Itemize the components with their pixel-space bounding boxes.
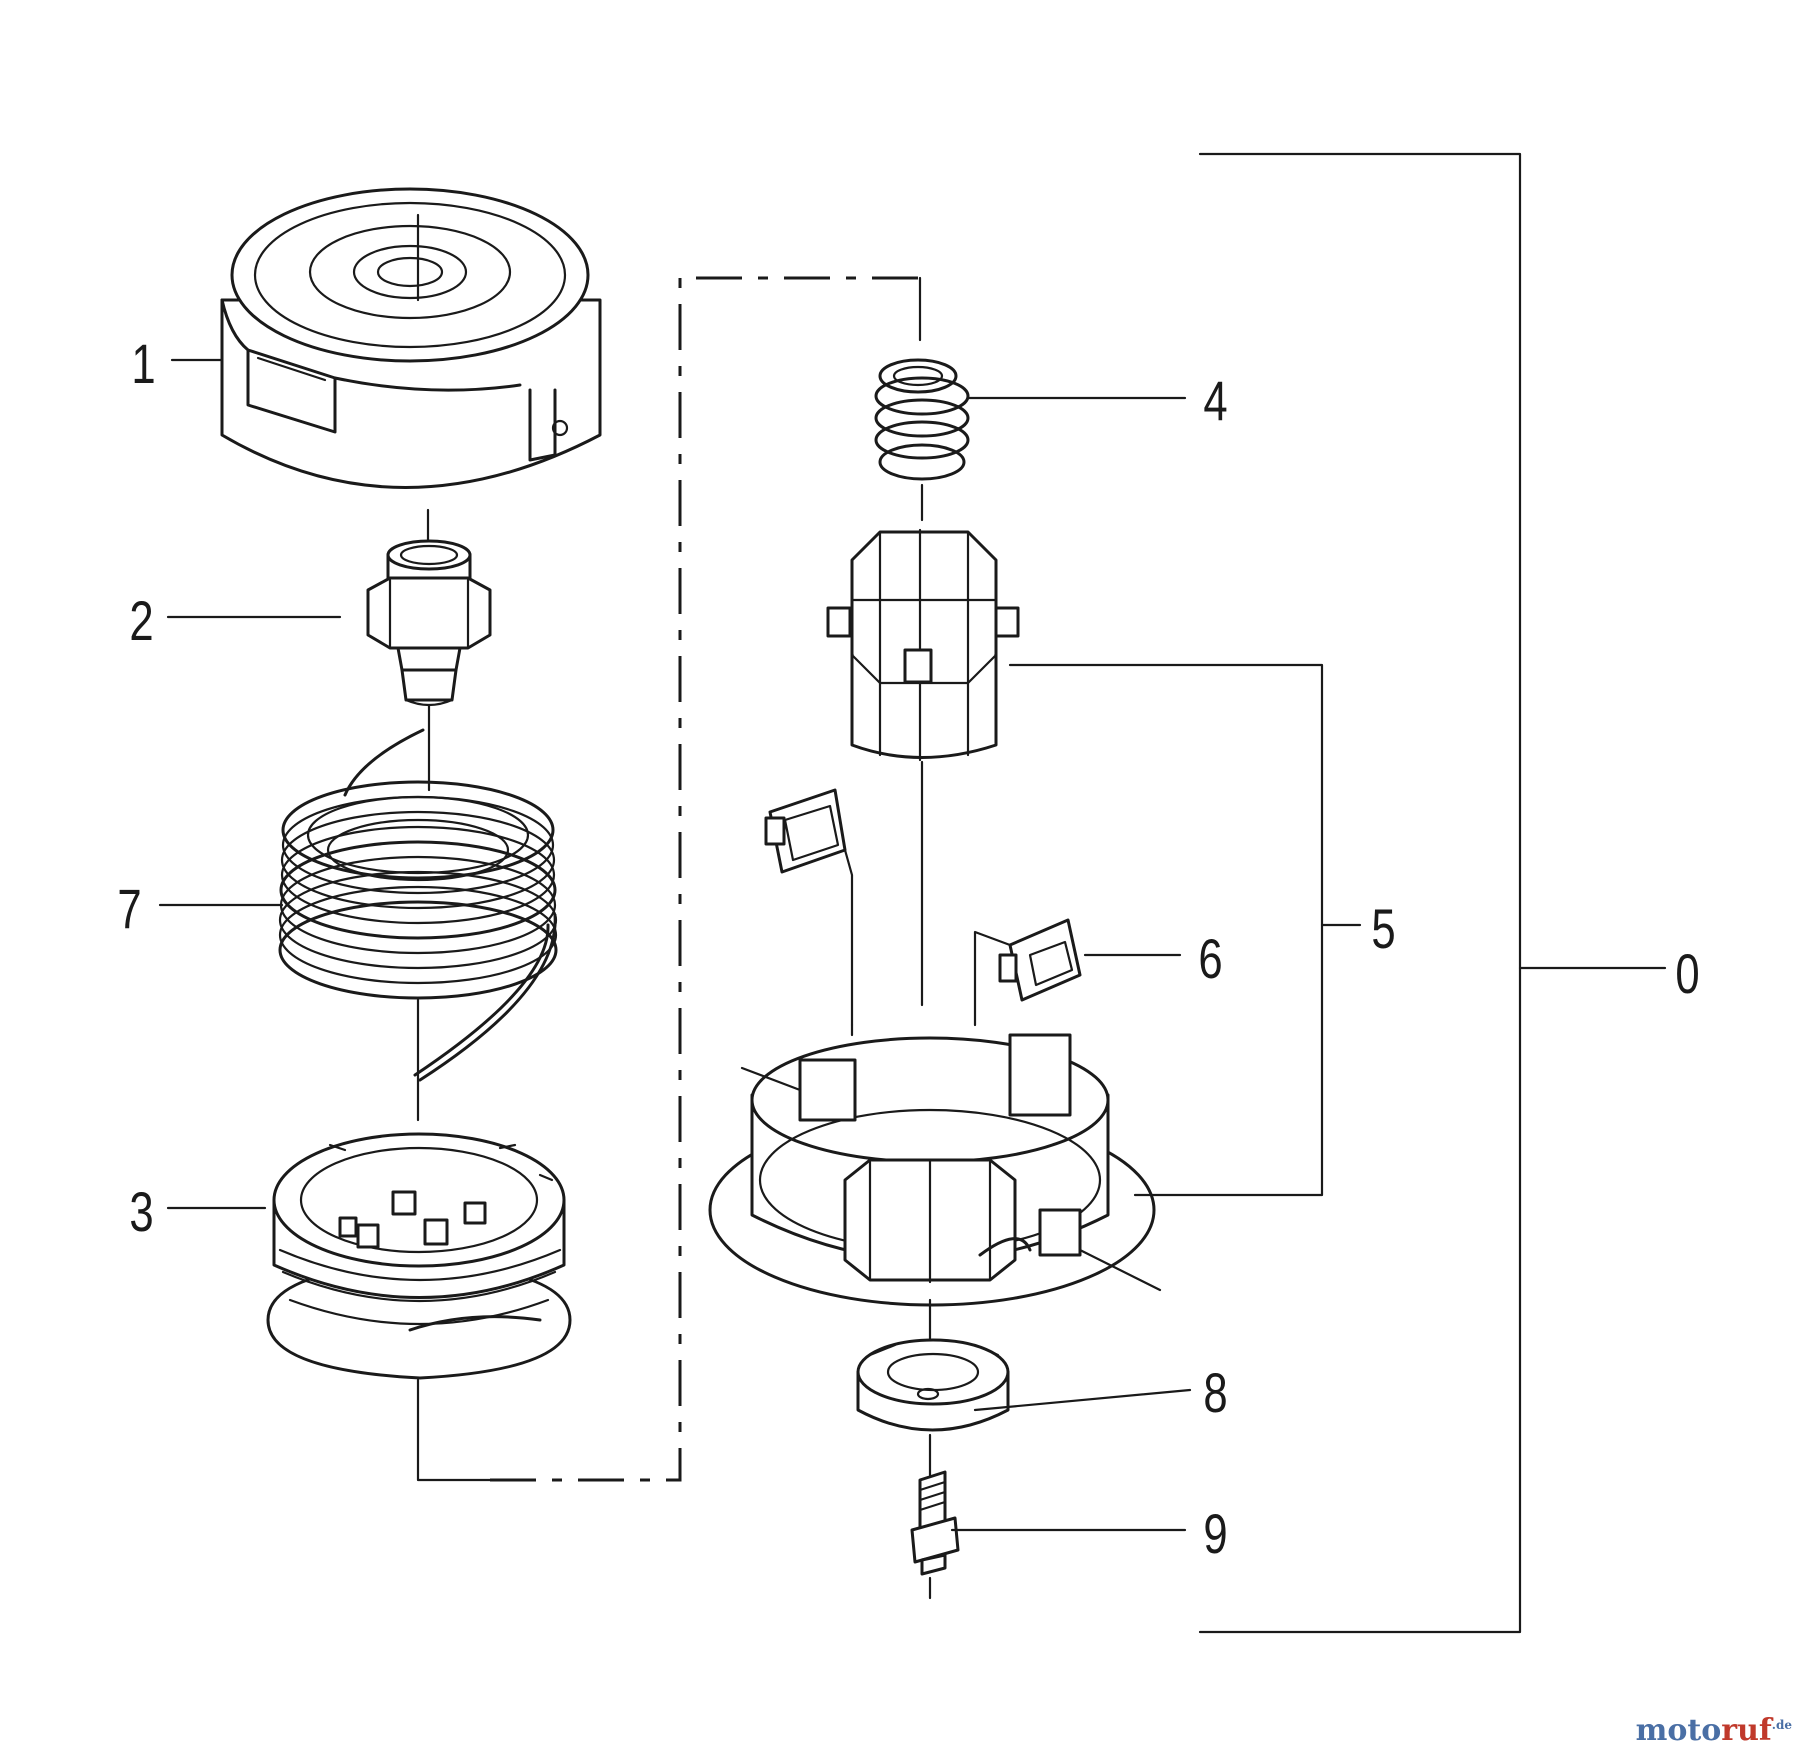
part-4-spring [874,358,970,481]
part-6-clip-right [973,918,1082,1027]
callout-1: 1 [131,333,155,395]
part-2-adapter [366,539,492,707]
part-6-clip-upper [764,788,854,1042]
part-9-screw [910,1470,960,1576]
watermark-tld: .de [1771,1718,1792,1732]
callout-0: 0 [1675,943,1699,1005]
callout-2: 2 [129,590,153,652]
callout-4: 4 [1203,370,1227,432]
part-5-base [708,1033,1162,1307]
leader-lines [158,152,1667,1634]
callout-9: 9 [1203,1503,1227,1565]
watermark-logo: motoruf.de [1636,1713,1792,1748]
part-1-cover [220,187,602,489]
watermark-name-b: ruf [1721,1713,1772,1748]
part-5-sleeve [826,528,1020,762]
callout-7: 7 [117,878,141,940]
callout-3: 3 [129,1181,153,1243]
callout-8: 8 [1203,1362,1227,1424]
callout-6: 6 [1198,928,1222,990]
part-3-spool [266,1132,572,1380]
callout-5: 5 [1371,898,1395,960]
part-8-nut [856,1338,1010,1432]
watermark-name-a: moto [1635,1713,1722,1748]
part-7-line-coil [278,728,558,1082]
